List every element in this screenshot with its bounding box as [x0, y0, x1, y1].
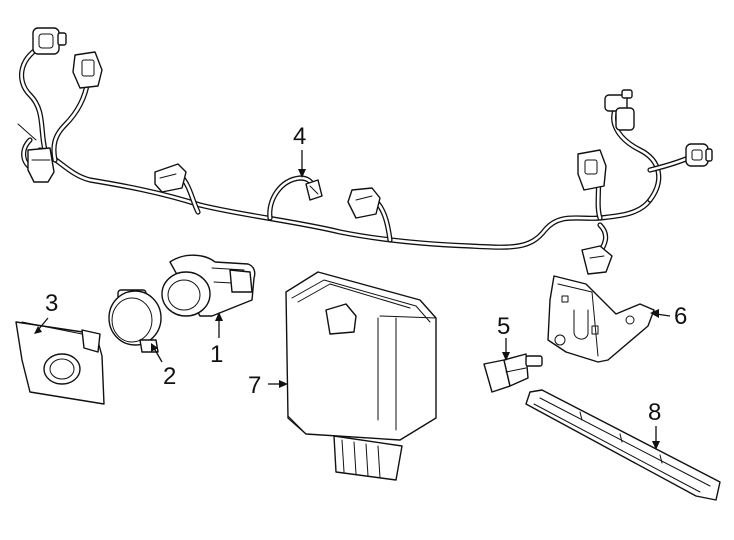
harness-connector-left-clip: [17, 123, 55, 183]
callout-1: 1: [210, 341, 223, 368]
harness-connector-plug-upper: [72, 51, 103, 89]
control-module-part-7: [285, 271, 437, 481]
callout-7: 7: [248, 372, 261, 399]
trim-strip-part-8: [525, 389, 721, 501]
parking-sensor-part-1: [161, 254, 256, 317]
mounting-bracket-part-6: [547, 275, 655, 363]
callout-leaders: [34, 150, 671, 450]
harness-connector-top-left: [32, 27, 67, 55]
sensor-ring-part-2: [108, 289, 162, 353]
harness-pigtail-part-4: [305, 179, 323, 201]
sensor-bracket-part-3: [15, 321, 105, 405]
callout-8: 8: [648, 399, 661, 426]
harness-connector-mid-2: [347, 187, 381, 219]
harness-connector-far-right: [685, 143, 713, 167]
callout-2: 2: [163, 363, 176, 390]
harness-connector-right-plug: [577, 149, 607, 191]
wiring-harness: [17, 27, 713, 275]
callout-3: 3: [45, 290, 58, 317]
callout-5: 5: [497, 313, 510, 340]
harness-connector-mid-1: [154, 163, 187, 193]
harness-connector-right-top: [604, 89, 635, 131]
small-sensor-part-5: [483, 353, 543, 393]
callout-6: 6: [674, 303, 687, 330]
callout-4: 4: [293, 123, 306, 150]
harness-connector-lower-right: [581, 245, 613, 275]
